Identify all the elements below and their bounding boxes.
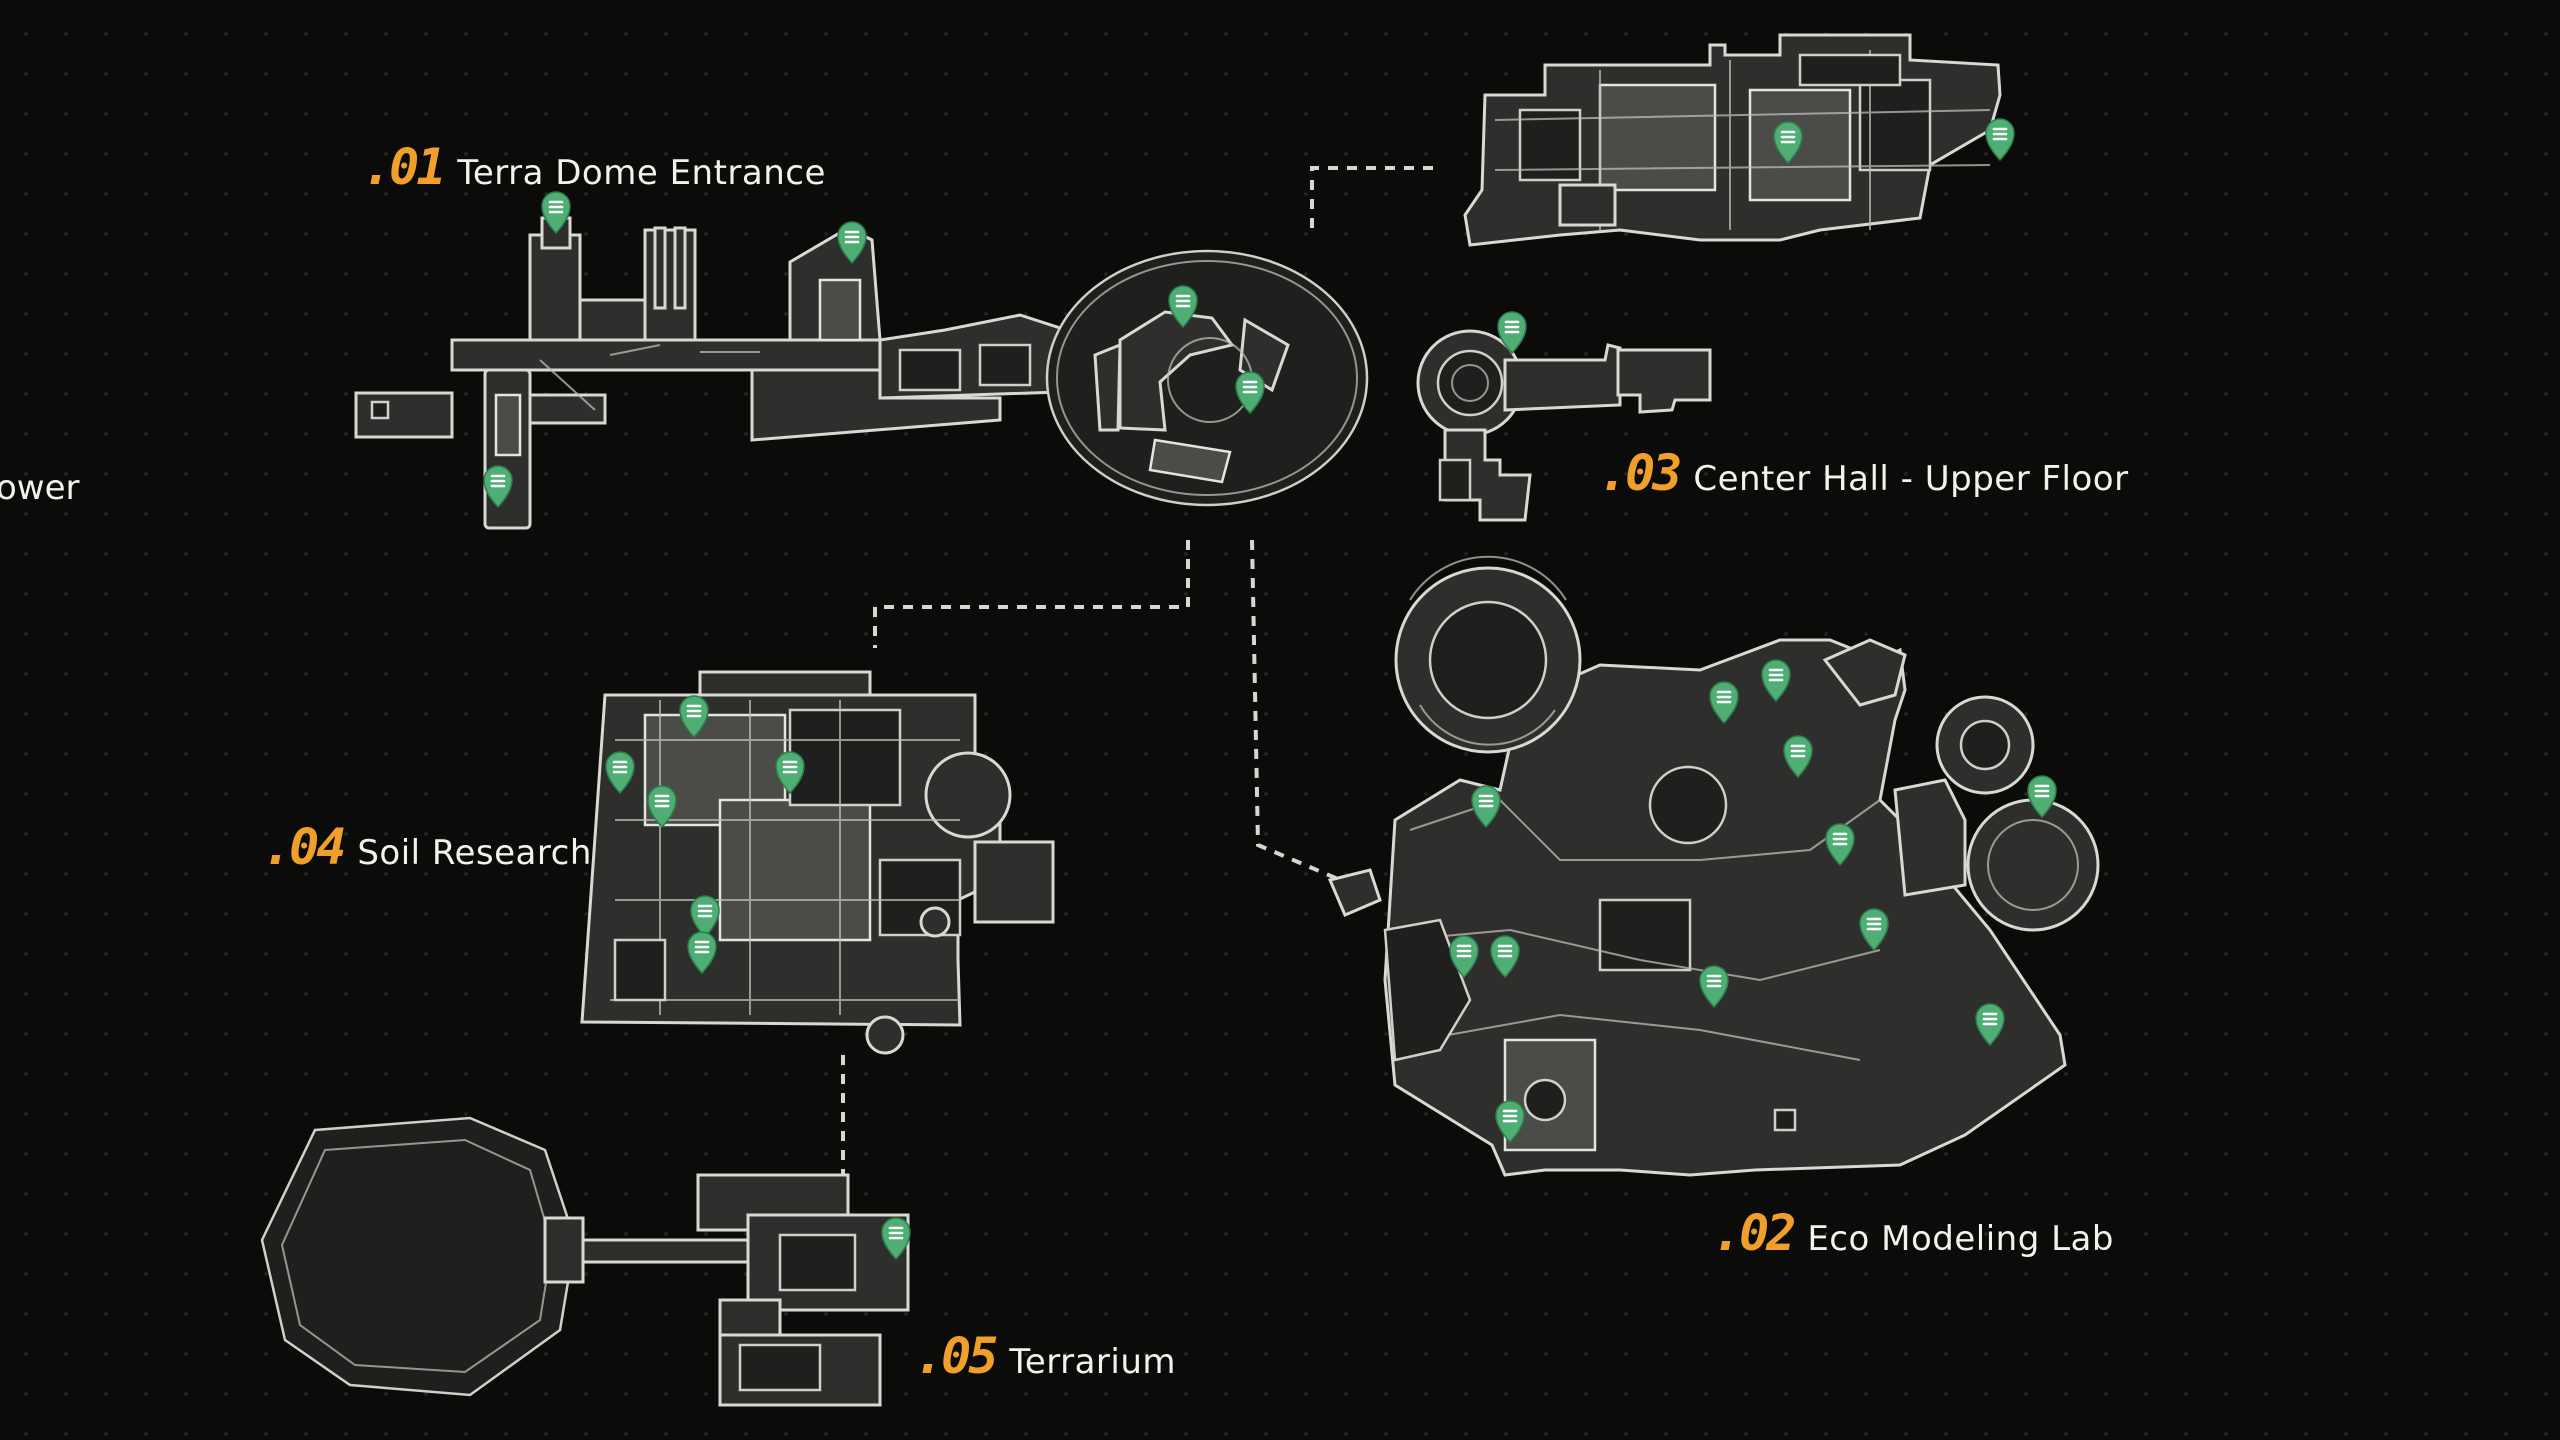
zone-label-04[interactable]: .04 Soil Research — [262, 818, 592, 876]
note-pin-icon[interactable] — [1761, 659, 1791, 703]
zone-number: .04 — [262, 818, 346, 876]
note-pin-icon[interactable] — [1783, 735, 1813, 779]
note-pin-icon[interactable] — [837, 221, 867, 265]
zone-number: .01 — [362, 138, 446, 196]
connector-center-to-soil — [873, 540, 1190, 648]
note-pin-icon[interactable] — [1495, 1100, 1525, 1144]
note-pin-icon[interactable] — [1709, 681, 1739, 725]
zone-label-05[interactable]: .05 Terrarium — [914, 1327, 1176, 1385]
zone-number: .02 — [1712, 1204, 1796, 1262]
note-pin-icon[interactable] — [541, 191, 571, 235]
offscreen-zone-label[interactable]: ower — [0, 468, 80, 508]
zone-name: Terrarium — [1009, 1342, 1177, 1382]
note-pin-icon[interactable] — [1497, 311, 1527, 355]
zone-name: Center Hall - Upper Floor — [1693, 459, 2129, 499]
note-pin-icon[interactable] — [881, 1217, 911, 1261]
note-pin-icon[interactable] — [647, 785, 677, 829]
note-pin-icon[interactable] — [687, 931, 717, 975]
note-pin-icon[interactable] — [775, 751, 805, 795]
map-area-terrarium[interactable] — [260, 1116, 910, 1407]
map-area-soil-research[interactable] — [580, 670, 1055, 1055]
note-pin-icon[interactable] — [1471, 785, 1501, 829]
note-pin-icon[interactable] — [483, 465, 513, 509]
note-pin-icon[interactable] — [1449, 935, 1479, 979]
zone-label-02[interactable]: .02 Eco Modeling Lab — [1712, 1204, 2114, 1262]
zone-number: .03 — [1598, 444, 1682, 502]
note-pin-icon[interactable] — [690, 895, 720, 939]
note-pin-icon[interactable] — [1490, 935, 1520, 979]
note-pin-icon[interactable] — [1975, 1003, 2005, 1047]
note-pin-icon[interactable] — [1168, 285, 1198, 329]
zone-number: .05 — [914, 1327, 998, 1385]
map-area-center-hall-upper-building[interactable] — [1463, 33, 2002, 247]
map-area-center-hall-upper-floor[interactable] — [1416, 329, 1712, 522]
note-pin-icon[interactable] — [1859, 908, 1889, 952]
zone-name: Terra Dome Entrance — [457, 153, 826, 193]
note-pin-icon[interactable] — [1235, 371, 1265, 415]
connector-center-to-eco — [1250, 539, 1346, 884]
note-pin-icon[interactable] — [679, 695, 709, 739]
map-area-eco-modeling-lab[interactable] — [1327, 555, 2100, 1177]
connector-center-to-upper — [1310, 166, 1435, 228]
map-area-terra-dome-entrance[interactable] — [354, 216, 1369, 530]
note-pin-icon[interactable] — [605, 751, 635, 795]
zone-name: Soil Research — [357, 833, 592, 873]
zone-label-03[interactable]: .03 Center Hall - Upper Floor — [1598, 444, 2129, 502]
note-pin-icon[interactable] — [1773, 121, 1803, 165]
map-markers — [483, 118, 2057, 1261]
note-pin-icon[interactable] — [1699, 965, 1729, 1009]
zone-label-01[interactable]: .01 Terra Dome Entrance — [362, 138, 826, 196]
zone-name: Eco Modeling Lab — [1807, 1219, 2114, 1259]
connectors — [841, 166, 1435, 1175]
note-pin-icon[interactable] — [1985, 118, 2015, 162]
note-pin-icon[interactable] — [2027, 775, 2057, 819]
note-pin-icon[interactable] — [1825, 823, 1855, 867]
